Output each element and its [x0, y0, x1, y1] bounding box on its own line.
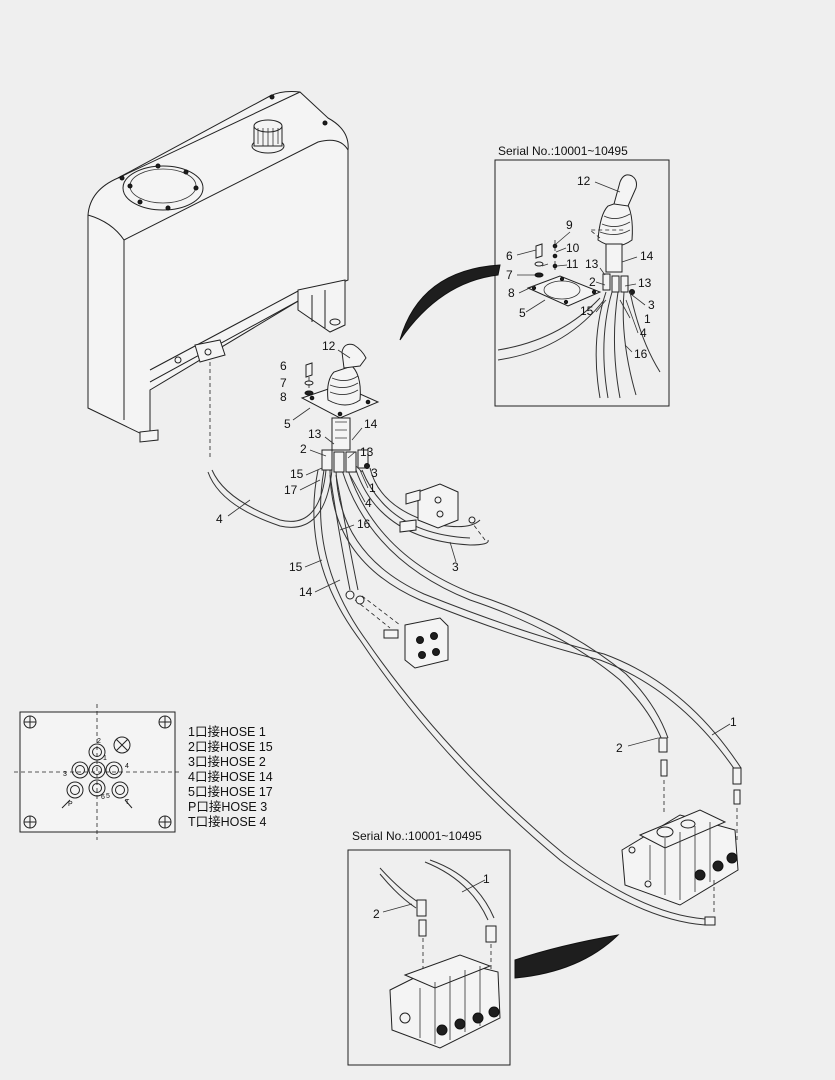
port-plate — [14, 704, 182, 840]
top-inset — [399, 159, 670, 407]
callout: 4 — [640, 326, 647, 340]
callout: 10 — [566, 241, 580, 255]
callout: 6 — [506, 249, 513, 263]
callout: 8 — [280, 390, 287, 404]
port-label: P — [68, 801, 73, 808]
callout: 15 — [290, 467, 304, 481]
callout: 13 — [360, 445, 374, 459]
port-hose-legend: 1口接HOSE 1 2口接HOSE 15 3口接HOSE 2 4口接HOSE 1… — [188, 724, 273, 829]
legend-item: T口接HOSE 4 — [188, 814, 267, 829]
callout: 15 — [289, 560, 303, 574]
small-manifold-block — [345, 590, 449, 669]
callout: 3 — [371, 466, 378, 480]
bottom-inset-header: Serial No.:10001~10495 — [352, 829, 482, 843]
port-label: 6 — [101, 794, 105, 801]
port-label: 4 — [125, 763, 129, 770]
callout: 8 — [508, 286, 515, 300]
callout: 5 — [284, 417, 291, 431]
hydraulic-tank — [87, 91, 349, 443]
callout: 1 — [644, 312, 651, 326]
port-label: 2 — [97, 738, 101, 745]
callout: 13 — [585, 257, 599, 271]
callout: 3 — [452, 560, 459, 574]
legend-item: 5口接HOSE 17 — [188, 784, 273, 799]
callout: 7 — [280, 376, 287, 390]
callout: 13 — [308, 427, 322, 441]
bottom-inset — [347, 849, 620, 1066]
callout: 6 — [280, 359, 287, 373]
callout: 2 — [373, 907, 380, 921]
callout: 1 — [369, 481, 376, 495]
hose-bundle — [207, 362, 742, 926]
callout: 2 — [300, 442, 307, 456]
legend-item: 1口接HOSE 1 — [188, 724, 266, 739]
legend-item: P口接HOSE 3 — [188, 799, 267, 814]
callout: 11 — [566, 257, 579, 271]
legend-item: 2口接HOSE 15 — [188, 739, 273, 754]
callout: 13 — [638, 276, 652, 290]
leader-lines — [227, 181, 731, 913]
callout: 14 — [299, 585, 313, 599]
top-inset-callouts: 12 9 10 6 11 7 13 14 2 13 8 15 3 1 5 4 1… — [506, 174, 655, 361]
pilot-joystick — [300, 343, 380, 473]
port-label: T — [125, 799, 130, 806]
solenoid-valve-block — [399, 483, 476, 533]
callout: 15 — [580, 304, 594, 318]
callout: 12 — [322, 339, 336, 353]
callout: 4 — [365, 496, 372, 510]
callout: 16 — [357, 517, 371, 531]
legend-item: 4口接HOSE 14 — [188, 769, 273, 784]
callout: 3 — [648, 298, 655, 312]
main-callouts: 12 6 7 8 5 13 14 2 13 3 15 1 17 4 16 3 4… — [216, 339, 737, 755]
callout: 1 — [483, 872, 490, 886]
port-label: 3 — [63, 771, 67, 778]
callout: 2 — [616, 741, 623, 755]
port-label: 5 — [106, 793, 110, 800]
main-control-valve — [621, 737, 742, 926]
callout: 16 — [634, 347, 648, 361]
plate-port-labels: 2 1 3 4 5 P 6 T — [63, 738, 130, 808]
callout: 5 — [519, 306, 526, 320]
legend-item: 3口接HOSE 2 — [188, 754, 266, 769]
bottom-inset-callouts: 1 2 — [373, 872, 490, 921]
top-inset-header: Serial No.:10001~10495 — [498, 144, 628, 158]
port-label: 1 — [103, 755, 107, 762]
callout: 9 — [566, 218, 573, 232]
callout: 12 — [577, 174, 591, 188]
callout: 1 — [730, 715, 737, 729]
callout: 17 — [284, 483, 298, 497]
callout: 4 — [216, 512, 223, 526]
callout: 7 — [506, 268, 513, 282]
callout: 14 — [364, 417, 378, 431]
callout: 2 — [589, 275, 596, 289]
callout: 14 — [640, 249, 654, 263]
